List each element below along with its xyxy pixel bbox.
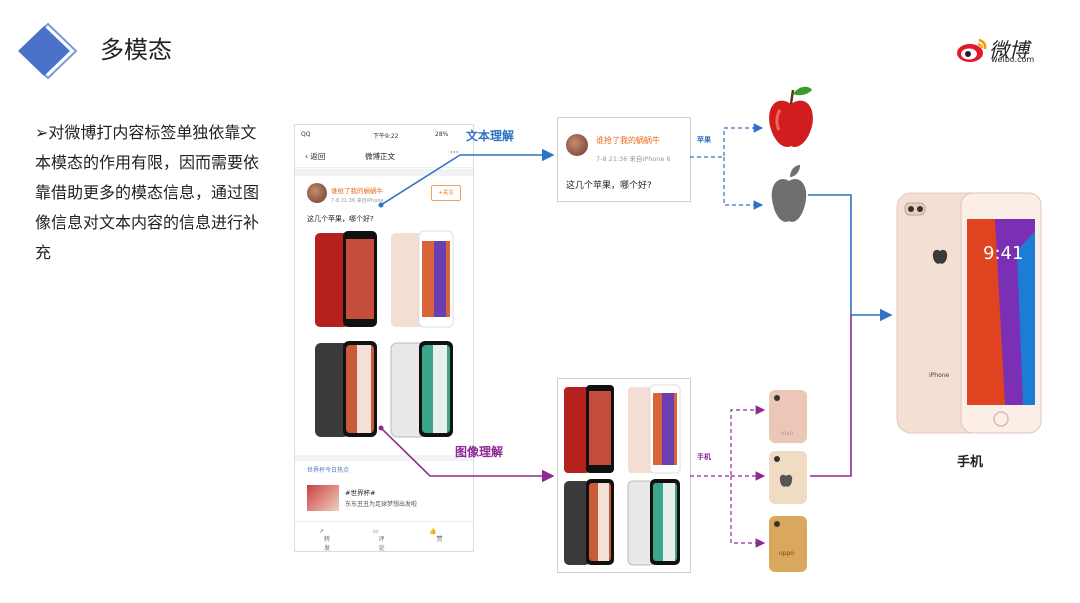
divider [295,169,473,176]
title-diamond-icon [18,22,78,80]
result-label: 手机 [957,455,984,470]
follow-button[interactable]: +关注 [431,185,461,201]
comment-label: 评论 [378,536,385,552]
text-understanding-arrow [378,148,555,208]
repost-label: 转发 [324,536,331,552]
iphone-x-gray-thumb [564,479,614,565]
nav-bar: ‹ 返回 微博正文 ··· [295,145,473,168]
iphone-x-silver-thumb [627,479,680,566]
iphone-8-gold-image: iPhone 9:41 [896,192,1042,434]
back-label: 返回 [310,152,326,161]
phone-rose-gold-icon: vivo [769,390,807,443]
iphone-x-silver-image[interactable] [389,339,455,439]
avatar [566,134,588,156]
card-meta: 7-8 21:36 来自iPhone 6 [596,155,671,163]
iphone-gold-thumb [628,384,681,474]
weibo-eye-icon [957,38,987,62]
text-card: 谁抢了我的蜗蜗牛 7-8 21:36 来自iPhone 6 这几个苹果，哪个好? [557,117,691,202]
comment-button[interactable]: ▭ 评论 [373,528,385,552]
phone-branch-arrows [690,405,766,548]
hot-section-title[interactable]: 世界杯今日热点 [307,467,350,474]
image-understanding-arrow [378,425,555,483]
text-understanding-label: 文本理解 [466,129,515,143]
phone-branch-label: 手机 [697,453,711,461]
weibo-brand-name: 微博 [989,38,1029,62]
phone-champagne-icon: oppo [769,516,807,572]
page-title: 多模态 [100,36,172,64]
status-battery: 28% [435,131,449,138]
avatar[interactable] [307,183,327,203]
image-grid [564,384,681,566]
hot-thumbnail[interactable] [307,485,339,511]
apple-logo-icon [771,165,807,222]
more-icon[interactable]: ··· [450,148,459,158]
weibo-logo: 微博 weibo.com [955,36,1045,66]
phone-gold-icon [769,451,807,504]
post-meta: 7-8 21:36 来自iPhone [331,198,384,204]
image-card [557,378,691,573]
iphone-red-thumb [564,385,614,473]
iphone-red-image[interactable] [313,229,379,329]
image-understanding-label: 图像理解 [455,445,504,459]
action-bar: ↗ 转发 ▭ 评论 👍 赞 [295,521,473,552]
svg-text:oppo: oppo [779,550,794,557]
status-left: QQ [301,131,311,138]
iphone-gold-image[interactable] [389,229,455,329]
merge-arrows [808,194,893,477]
status-time: 下午9:22 [373,133,399,140]
hot-subtitle: 东东丑丑为足球梦想出发啦 [345,501,418,508]
back-button[interactable]: ‹ 返回 [305,152,326,161]
svg-text:iPhone: iPhone [929,372,950,379]
svg-text:vivo: vivo [781,430,794,437]
repost-button[interactable]: ↗ 转发 [319,528,331,552]
card-post-text: 这几个苹果，哪个好? [566,181,652,191]
apple-branch-arrows [690,123,764,210]
hot-title[interactable]: #世界杯# [345,489,376,497]
like-button[interactable]: 👍 赞 [429,528,443,543]
description-paragraph: ➢对微博打内容标签单独依靠文本模态的作用有限，因而需要依靠借助更多的模态信息，通… [35,123,260,262]
user-name[interactable]: 谁抢了我的蜗蜗牛 [331,187,383,195]
like-label: 赞 [436,536,443,543]
apple-fruit-icon [769,86,813,148]
svg-text:9:41: 9:41 [983,243,1023,264]
weibo-brand-sub: weibo.com [991,55,1035,64]
apple-label: 苹果 [697,136,711,144]
post-text: 这几个苹果，哪个好? [307,215,374,223]
nav-title: 微博正文 [365,152,395,161]
iphone-x-gray-image[interactable] [313,339,379,439]
card-user-name: 谁抢了我的蜗蜗牛 [596,136,660,145]
weibo-phone-screenshot: QQ 下午9:22 28% ‹ 返回 微博正文 ··· 谁抢了我的蜗蜗牛 7-8… [294,124,474,552]
status-bar: QQ 下午9:22 28% [295,125,473,145]
divider [295,455,473,461]
